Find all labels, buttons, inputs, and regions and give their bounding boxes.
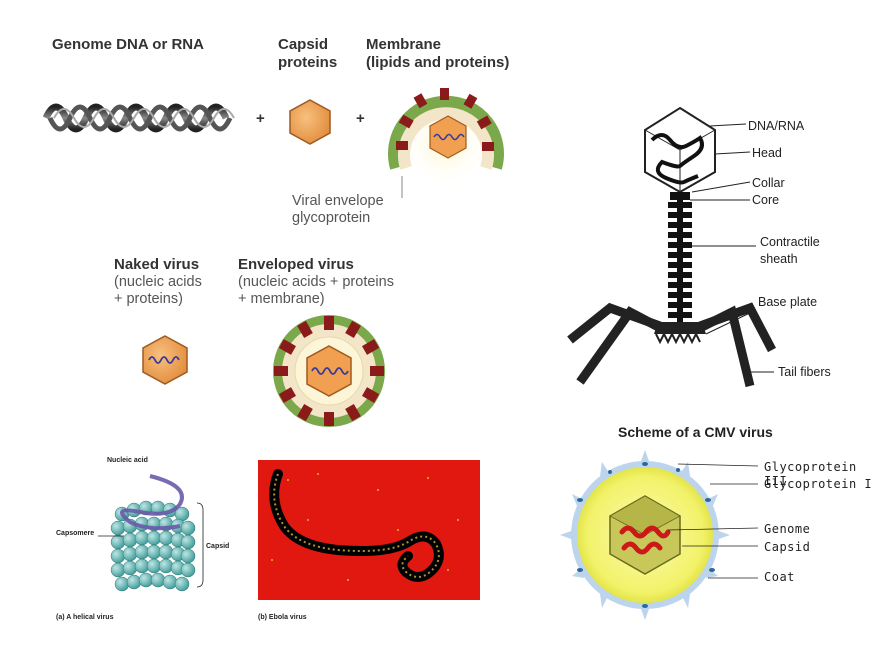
naked-virus-label: Naked virus (nucleic acids + proteins) xyxy=(114,256,202,308)
naked-virus-sub1: (nucleic acids xyxy=(114,274,202,290)
genome-label: Genome DNA or RNA xyxy=(52,36,204,53)
plus-sign-1: + xyxy=(256,110,265,127)
phage-label-head: Head xyxy=(752,146,782,160)
membrane-label-line2: (lipids and proteins) xyxy=(366,54,510,71)
cmv-title: Scheme of a CMV virus xyxy=(618,424,773,440)
capsid-helical-label: Capsid xyxy=(206,543,230,550)
envelope-line1: Viral envelope xyxy=(292,193,384,209)
cmv-virus-diagram xyxy=(560,450,759,620)
caption-a: (a) A helical virus xyxy=(56,614,113,621)
caption-b-text: Ebola virus xyxy=(268,614,307,621)
cmv-label-coat: Coat xyxy=(764,570,795,584)
plus-sign-2: + xyxy=(356,110,365,127)
nucleic-acid-label: Nucleic acid xyxy=(107,457,148,464)
capsid-label-line2: proteins xyxy=(278,54,338,71)
capsid-proteins-label: Capsid proteins xyxy=(278,36,337,72)
caption-b: (b) Ebola virus xyxy=(258,614,307,621)
naked-virus-sub2: + proteins) xyxy=(114,291,183,307)
naked-virus-title: Naked virus xyxy=(114,256,200,273)
phage-label-core: Core xyxy=(752,193,780,207)
membrane-fragment-icon xyxy=(388,88,504,198)
phage-label-tail-fibers: Tail fibers xyxy=(778,365,831,379)
bacteriophage-diagram xyxy=(567,106,776,388)
ebola-virus-image xyxy=(258,460,480,600)
capsid-bracket xyxy=(196,502,204,588)
membrane-label-line1: Membrane xyxy=(366,36,442,53)
cmv-label-glycoprotein-iii: Glycoprotein III xyxy=(764,460,857,488)
phage-label-sheath: sheath xyxy=(760,252,798,266)
membrane-label: Membrane (lipids and proteins) xyxy=(366,36,509,72)
cmv-label-genome: Genome xyxy=(764,522,811,536)
enveloped-virus-title: Enveloped virus xyxy=(238,256,354,273)
caption-a-text: A helical virus xyxy=(66,614,114,621)
envelope-glycoprotein-label: Viral envelope glycoprotein xyxy=(292,193,384,227)
phage-label-collar: Collar xyxy=(752,176,785,190)
capsid-hexagon-icon xyxy=(289,99,331,145)
cmv-label-glycoprotein-i: Glycoprotein I xyxy=(764,477,873,491)
enveloped-virus-icon xyxy=(273,315,385,427)
phage-label-dna-rna: DNA/RNA xyxy=(748,119,805,133)
cmv-label-capsid: Capsid xyxy=(764,540,811,554)
capsomere-label: Capsomere xyxy=(56,530,95,537)
caption-a-letter: (a) xyxy=(56,614,65,621)
dna-helix-icon xyxy=(42,103,235,133)
capsomere-leader xyxy=(98,535,124,537)
envelope-line2: glycoprotein xyxy=(292,210,371,226)
phage-label-contractile: Contractile xyxy=(760,235,820,249)
capsid-label-line1: Capsid xyxy=(278,36,329,53)
naked-virus-icon xyxy=(142,335,188,385)
caption-b-letter: (b) xyxy=(258,614,267,621)
phage-label-base-plate: Base plate xyxy=(758,295,818,309)
enveloped-virus-sub2: + membrane) xyxy=(238,291,325,307)
helical-virus-diagram xyxy=(110,474,196,592)
enveloped-virus-label: Enveloped virus (nucleic acids + protein… xyxy=(238,256,394,308)
enveloped-virus-sub1: (nucleic acids + proteins xyxy=(238,274,394,290)
